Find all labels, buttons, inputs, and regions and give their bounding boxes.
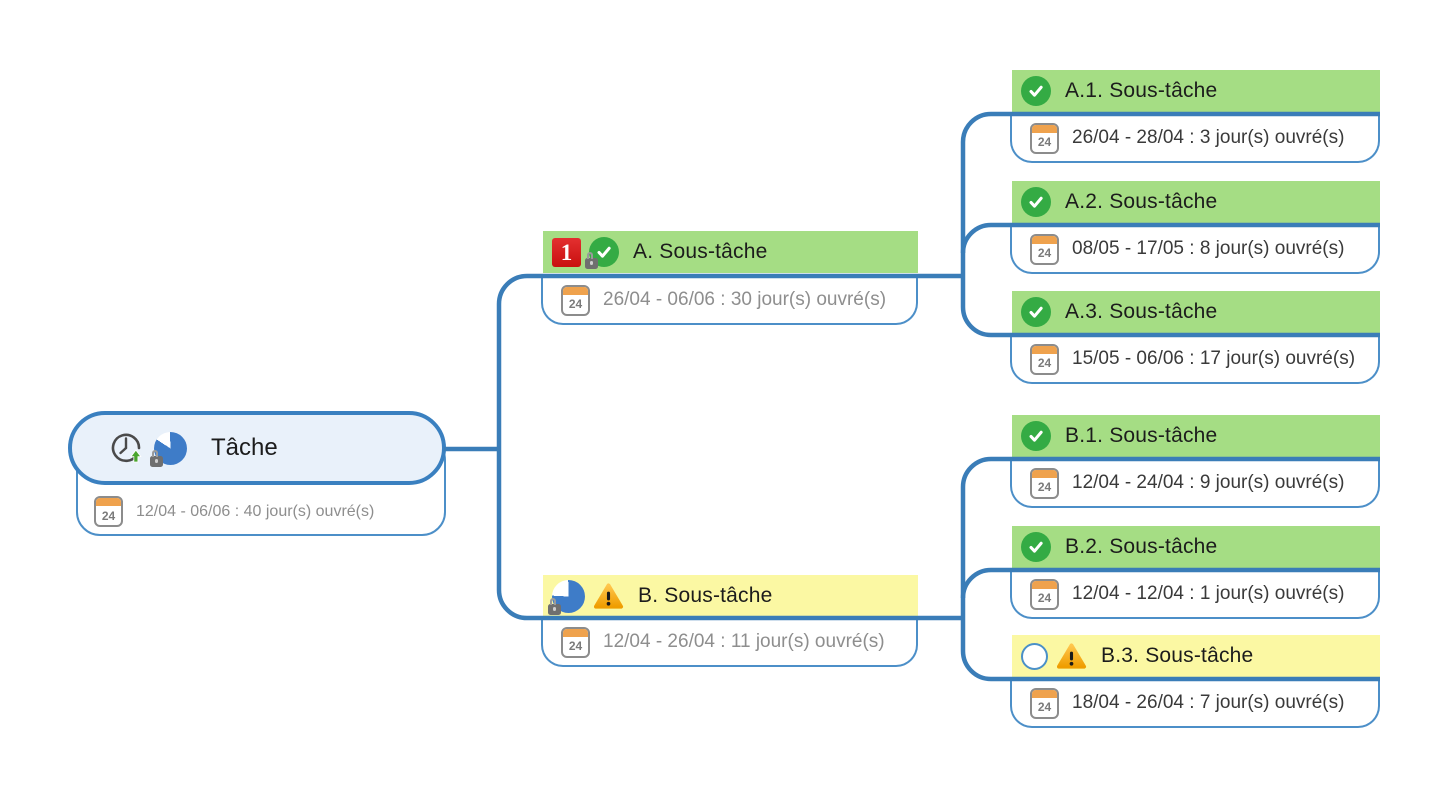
- calendar-icon: 24: [1030, 233, 1059, 265]
- node-a1-detail-panel[interactable]: 24 26/04 - 28/04 : 3 jour(s) ouvré(s): [1010, 115, 1380, 163]
- node-b-dates: 12/04 - 26/04 : 11 jour(s) ouvré(s): [603, 631, 885, 652]
- ok-icon: [1021, 421, 1051, 451]
- node-b-detail-panel[interactable]: 24 12/04 - 26/04 : 11 jour(s) ouvré(s): [541, 619, 918, 667]
- ok-icon: [1021, 532, 1051, 562]
- node-b1-dates: 12/04 - 24/04 : 9 jour(s) ouvré(s): [1072, 472, 1345, 493]
- node-a[interactable]: 1 A. Sous-tâche: [543, 231, 918, 273]
- node-b1[interactable]: B.1. Sous-tâche: [1012, 415, 1380, 457]
- node-a2-dates: 08/05 - 17/05 : 8 jour(s) ouvré(s): [1072, 238, 1345, 259]
- ok-icon: [1021, 297, 1051, 327]
- node-a2[interactable]: A.2. Sous-tâche: [1012, 181, 1380, 223]
- calendar-icon: 24: [94, 496, 123, 527]
- node-a1-dates: 26/04 - 28/04 : 3 jour(s) ouvré(s): [1072, 127, 1345, 148]
- node-root-title: Tâche: [211, 434, 278, 461]
- node-a3-title: A.3. Sous-tâche: [1065, 300, 1218, 323]
- node-b2[interactable]: B.2. Sous-tâche: [1012, 526, 1380, 568]
- node-b3-dates: 18/04 - 26/04 : 7 jour(s) ouvré(s): [1072, 692, 1345, 713]
- node-root-details-row: 24 12/04 - 06/06 : 40 jour(s) ouvré(s): [94, 496, 374, 527]
- calendar-icon: 24: [1030, 122, 1059, 154]
- node-b[interactable]: B. Sous-tâche: [543, 575, 918, 617]
- node-a3-dates: 15/05 - 06/06 : 17 jour(s) ouvré(s): [1072, 348, 1356, 369]
- calendar-icon: 24: [1030, 578, 1059, 610]
- ok-locked-icon: [585, 237, 619, 269]
- node-a1-title: A.1. Sous-tâche: [1065, 79, 1218, 102]
- node-b-title: B. Sous-tâche: [638, 584, 773, 607]
- node-a3[interactable]: A.3. Sous-tâche: [1012, 291, 1380, 333]
- progress-pie-locked-icon: [548, 579, 585, 615]
- node-b1-title: B.1. Sous-tâche: [1065, 424, 1218, 447]
- calendar-icon: 24: [1030, 467, 1059, 499]
- node-b3-detail-panel[interactable]: 24 18/04 - 26/04 : 7 jour(s) ouvré(s): [1010, 680, 1380, 728]
- warning-icon: [1056, 642, 1087, 671]
- node-b2-dates: 12/04 - 12/04 : 1 jour(s) ouvré(s): [1072, 583, 1345, 604]
- edge-root-to-ab: [496, 273, 963, 621]
- node-b2-title: B.2. Sous-tâche: [1065, 535, 1218, 558]
- calendar-icon: 24: [1030, 687, 1059, 719]
- node-root-dates: 12/04 - 06/06 : 40 jour(s) ouvré(s): [136, 502, 375, 520]
- node-a2-detail-panel[interactable]: 24 08/05 - 17/05 : 8 jour(s) ouvré(s): [1010, 226, 1380, 274]
- node-b3-title: B.3. Sous-tâche: [1101, 644, 1254, 667]
- node-b1-detail-panel[interactable]: 24 12/04 - 24/04 : 9 jour(s) ouvré(s): [1010, 460, 1380, 508]
- warning-icon: [593, 582, 624, 611]
- lock-icon: [150, 449, 163, 467]
- progress-pie-locked-icon: [150, 431, 187, 467]
- ok-icon: [1021, 187, 1051, 217]
- calendar-icon: 24: [1030, 343, 1059, 375]
- calendar-icon: 24: [561, 626, 590, 658]
- calendar-day-label: 24: [101, 508, 116, 523]
- priority-1-icon: 1: [552, 237, 581, 267]
- node-a-detail-panel[interactable]: 24 26/04 - 06/06 : 30 jour(s) ouvré(s): [541, 277, 918, 325]
- lock-icon: [548, 597, 561, 615]
- node-root[interactable]: Tâche: [68, 411, 446, 485]
- not-started-icon: [1021, 642, 1048, 670]
- ok-icon: [1021, 76, 1051, 106]
- node-b3[interactable]: B.3. Sous-tâche: [1012, 635, 1380, 677]
- node-a-title: A. Sous-tâche: [633, 240, 768, 263]
- node-b2-detail-panel[interactable]: 24 12/04 - 12/04 : 1 jour(s) ouvré(s): [1010, 571, 1380, 619]
- node-a-dates: 26/04 - 06/06 : 30 jour(s) ouvré(s): [603, 289, 887, 310]
- lock-icon: [585, 252, 598, 269]
- calendar-icon: 24: [561, 284, 590, 316]
- clock-up-icon: [108, 430, 144, 466]
- node-a1[interactable]: A.1. Sous-tâche: [1012, 70, 1380, 112]
- node-a3-detail-panel[interactable]: 24 15/05 - 06/06 : 17 jour(s) ouvré(s): [1010, 336, 1380, 384]
- node-a2-title: A.2. Sous-tâche: [1065, 190, 1218, 213]
